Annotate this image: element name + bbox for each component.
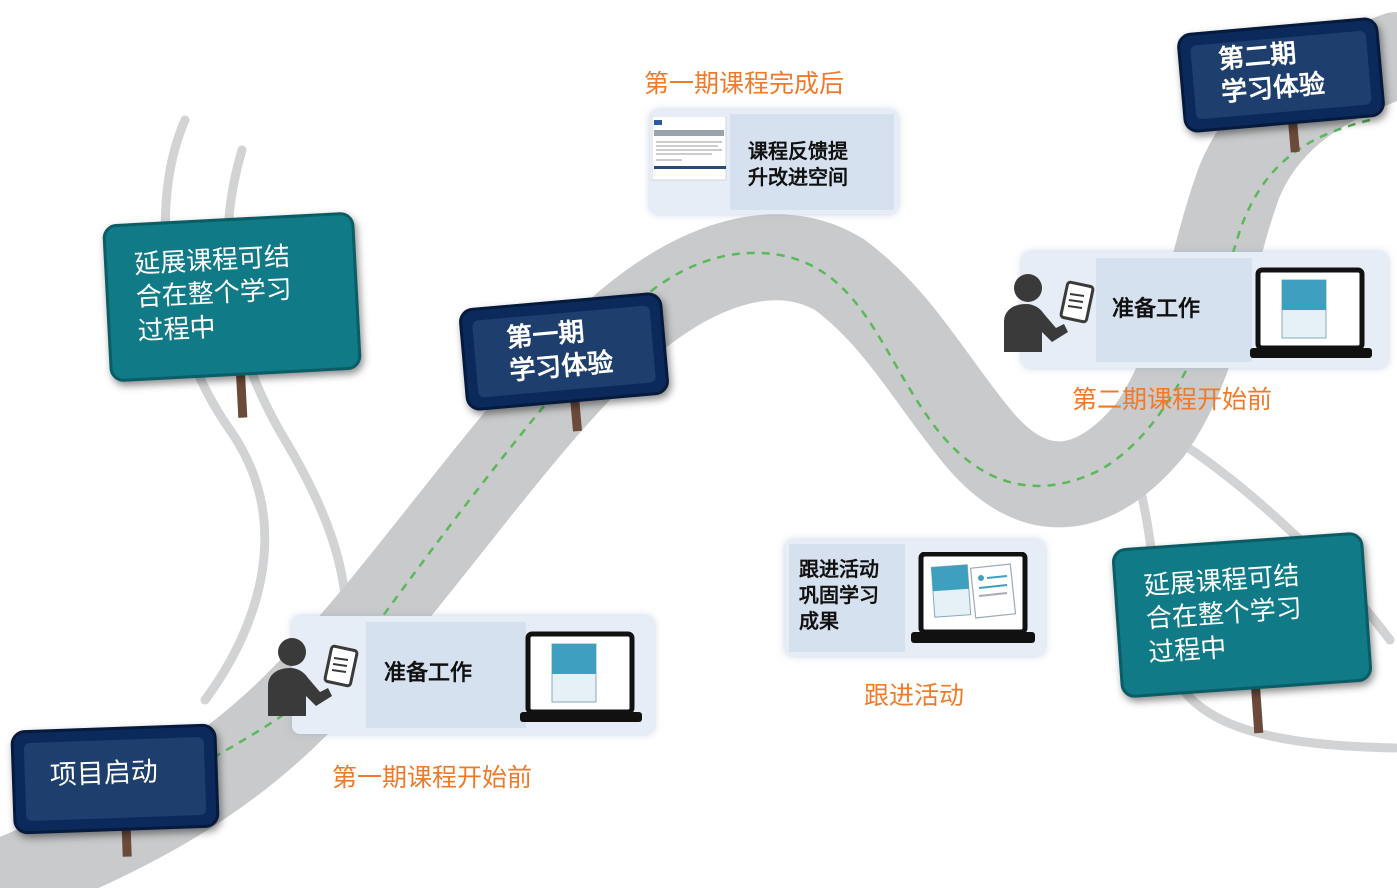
project-start-label: 项目启动	[49, 756, 159, 792]
journey-dashed-line	[199, 118, 1371, 767]
extended-left-text: 延展课程可结 合在整个学习 过程中	[133, 241, 294, 349]
person-reading-icon	[1004, 274, 1095, 352]
followup-line2: 巩固学习	[799, 583, 879, 607]
project-start-sign: 项目启动	[10, 723, 220, 857]
sign-post	[121, 826, 132, 857]
caption-before-phase1: 第一期课程开始前	[332, 763, 533, 792]
followup-line1: 跟进活动	[799, 557, 879, 581]
prep-phase1-label: 准备工作	[384, 661, 473, 686]
caption-after-phase1: 第一期课程完成后	[644, 69, 845, 98]
survey-form-icon	[652, 116, 727, 181]
feedback-line2: 升改进空间	[748, 165, 848, 189]
feedback-label: 课程反馈提 升改进空间	[748, 138, 848, 190]
caption-before-phase2: 第二期课程开始前	[1072, 385, 1273, 414]
phase1-experience-label: 第一期 学习体验	[505, 314, 614, 389]
phase2-experience-label: 第二期 学习体验	[1217, 35, 1326, 110]
followup-line3: 成果	[799, 609, 839, 633]
person-reading-icon	[268, 638, 359, 716]
prep-phase2-label: 准备工作	[1112, 297, 1201, 322]
phase2-experience-sign: 第二期 学习体验	[1176, 16, 1386, 153]
feedback-panel: 课程反馈提 升改进空间	[650, 110, 898, 214]
followup-label: 跟进活动 巩固学习 成果	[799, 556, 879, 634]
phase1-experience-sign: 第一期 学习体验	[457, 291, 671, 432]
feedback-line1: 课程反馈提	[748, 139, 848, 163]
prep-panel-phase1: 准备工作	[292, 616, 654, 734]
followup-panel: 跟进活动 巩固学习 成果	[785, 540, 1045, 656]
side-road-left-a	[160, 115, 270, 705]
caption-followup: 跟进活动	[864, 681, 965, 710]
laptop-icon	[520, 631, 642, 722]
extended-course-sign-left: 延展课程可结 合在整个学习 过程中	[102, 211, 362, 418]
extended-right-text: 延展课程可结 合在整个学习 过程中	[1143, 560, 1306, 670]
laptop-documents-icon	[911, 552, 1035, 643]
laptop-icon	[1250, 267, 1372, 358]
extended-course-sign-right: 延展课程可结 合在整个学习 过程中	[1111, 531, 1373, 734]
